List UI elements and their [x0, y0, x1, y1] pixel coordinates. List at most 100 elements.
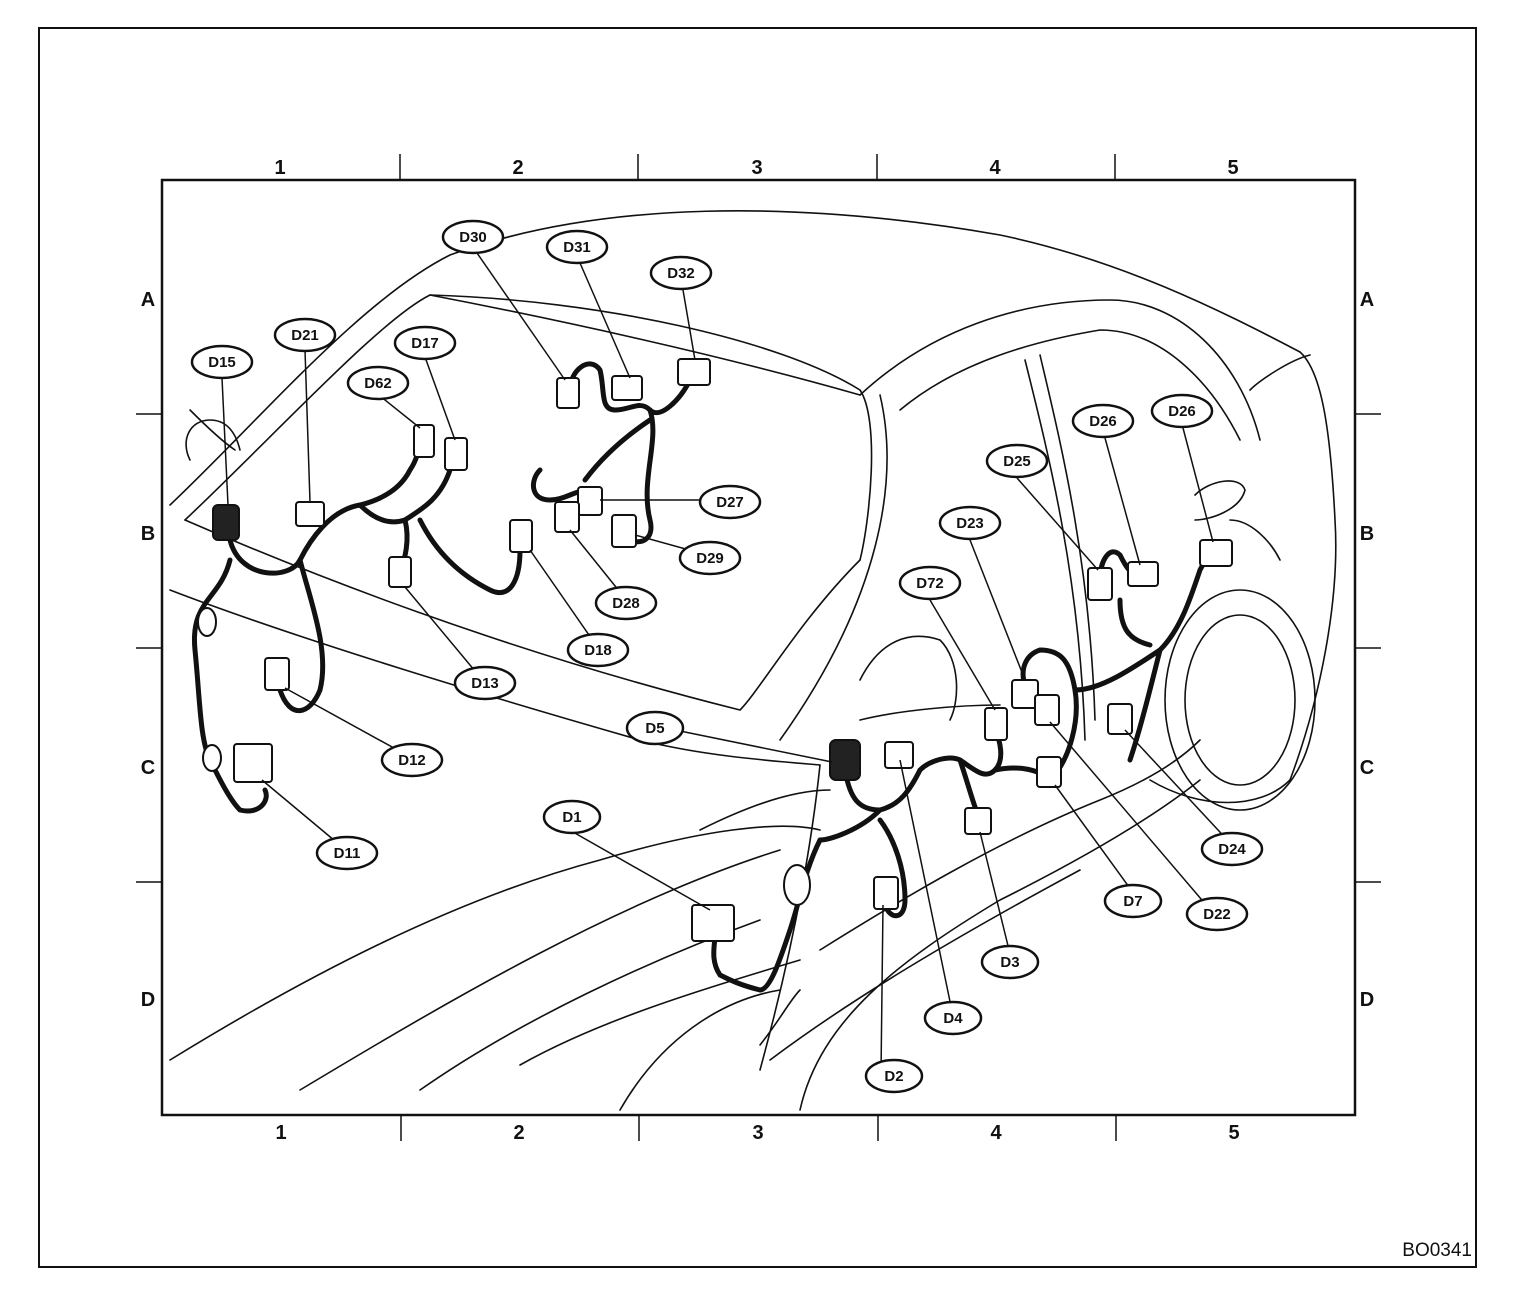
- connector-bodies: [197, 358, 1233, 942]
- col-label: 1: [274, 157, 285, 179]
- col-label: 1: [275, 1122, 286, 1144]
- connector-body-d31: [611, 375, 643, 401]
- row-label: C: [141, 757, 155, 779]
- callout-d22[interactable]: D23: [938, 505, 1002, 541]
- callout-d4[interactable]: D4: [923, 1000, 983, 1036]
- svg-text:D23: D23: [956, 515, 984, 532]
- connector-body-d18: [509, 519, 533, 553]
- connector-body-d23: [1107, 703, 1133, 735]
- connector-body-d62: [413, 424, 435, 458]
- callout-d31[interactable]: D31: [545, 229, 609, 265]
- col-label: 3: [751, 157, 762, 179]
- row-label: A: [141, 289, 155, 311]
- svg-text:D12: D12: [398, 752, 426, 769]
- callout-d23[interactable]: D24: [1200, 831, 1264, 867]
- connector-body-d27: [577, 486, 603, 516]
- svg-text:D1: D1: [562, 809, 581, 826]
- svg-text:D2: D2: [884, 1068, 903, 1085]
- grommet: [783, 864, 811, 906]
- callout-d11[interactable]: D11: [315, 835, 379, 871]
- callout-d25[interactable]: D26: [1071, 403, 1135, 439]
- callout-d32[interactable]: D32: [649, 255, 713, 291]
- connector-body-d29: [611, 514, 637, 548]
- connector-body-d26: [1199, 539, 1233, 567]
- row-labels-right: A B C D: [1360, 289, 1374, 1011]
- callout-d30[interactable]: D30: [441, 219, 505, 255]
- svg-text:D62: D62: [364, 375, 392, 392]
- callout-d24[interactable]: D25: [985, 443, 1049, 479]
- svg-text:D18: D18: [584, 642, 612, 659]
- svg-text:D3: D3: [1000, 954, 1019, 971]
- callout-d29[interactable]: D29: [678, 540, 742, 576]
- svg-text:D72: D72: [916, 575, 944, 592]
- svg-text:D5: D5: [645, 720, 664, 737]
- connector-body-d1: [691, 904, 735, 942]
- col-label: 4: [990, 1122, 1002, 1144]
- row-label: B: [141, 523, 155, 545]
- callout-d26[interactable]: D26: [1150, 393, 1214, 429]
- svg-text:D7: D7: [1123, 893, 1142, 910]
- diagram-frame: [38, 27, 1477, 1268]
- connector-body-d32: [677, 358, 711, 386]
- svg-text:D11: D11: [334, 845, 361, 862]
- callout-d2[interactable]: D2: [864, 1058, 924, 1094]
- drawing-border: [160, 178, 1357, 1117]
- callout-d1[interactable]: D1: [542, 799, 602, 835]
- row-label: D: [1360, 989, 1374, 1011]
- connector-body-d28: [554, 501, 580, 533]
- connector-body-d30: [556, 377, 580, 409]
- connector-body-d4: [884, 741, 914, 769]
- callout-d5[interactable]: D5: [625, 710, 685, 746]
- callouts: D15 D21 D62 D17 D13 D18 D12 D11 D30 D31 …: [190, 219, 1264, 1094]
- connector-body-d11: [233, 743, 273, 783]
- callout-d7[interactable]: D7: [1103, 883, 1163, 919]
- col-label: 5: [1228, 1122, 1239, 1144]
- svg-text:D4: D4: [943, 1010, 963, 1027]
- svg-text:D15: D15: [208, 354, 236, 371]
- svg-text:D24: D24: [1218, 841, 1246, 858]
- col-label: 4: [989, 157, 1001, 179]
- row-label: B: [1360, 523, 1374, 545]
- svg-text:D29: D29: [696, 550, 724, 567]
- svg-text:D13: D13: [471, 675, 499, 692]
- svg-text:D27: D27: [716, 494, 744, 511]
- callout-d72[interactable]: D72: [898, 565, 962, 601]
- car-outline: [169, 210, 1337, 1111]
- connector-body-d15: [212, 504, 240, 541]
- svg-text:D21: D21: [291, 327, 319, 344]
- callout-d27[interactable]: D27: [698, 484, 762, 520]
- col-label: 2: [512, 157, 523, 179]
- connector-body-d17: [444, 437, 468, 471]
- callout-d13[interactable]: D13: [453, 665, 517, 701]
- callout-d18[interactable]: D18: [566, 632, 630, 668]
- svg-text:D22: D22: [1203, 906, 1231, 923]
- connector-body-d13: [388, 556, 412, 588]
- row-labels-left: A B C D: [141, 289, 155, 1011]
- callout-d17[interactable]: D17: [393, 325, 457, 361]
- connector-body-d72: [984, 707, 1008, 741]
- callout-d28[interactable]: D28: [594, 585, 658, 621]
- col-label: 3: [752, 1122, 763, 1144]
- callout-d62[interactable]: D62: [346, 365, 410, 401]
- column-labels-bottom: 1 2 3 4 5: [275, 1122, 1239, 1144]
- callout-d3[interactable]: D3: [980, 944, 1040, 980]
- col-label: 5: [1227, 157, 1238, 179]
- svg-text:D26: D26: [1168, 403, 1196, 420]
- connector-body-d25: [1127, 561, 1159, 587]
- svg-text:D31: D31: [563, 239, 591, 256]
- callout-d12[interactable]: D12: [380, 742, 444, 778]
- connector-body-d21: [1034, 694, 1060, 726]
- svg-text:D17: D17: [411, 335, 439, 352]
- callout-d21[interactable]: D22: [1185, 896, 1249, 932]
- connector-body-d3: [964, 807, 992, 835]
- leader-lines: [221, 252, 1233, 1074]
- grommet: [202, 744, 222, 772]
- row-label: A: [1360, 289, 1374, 311]
- col-label: 2: [513, 1122, 524, 1144]
- connector-body-d24: [1087, 567, 1113, 601]
- callout-d14[interactable]: D21: [273, 317, 337, 353]
- column-labels-top: 1 2 3 4 5: [274, 157, 1238, 179]
- grid-ticks: [136, 154, 1381, 1141]
- wire-harness: [191, 361, 1223, 993]
- callout-d15[interactable]: D15: [190, 344, 254, 380]
